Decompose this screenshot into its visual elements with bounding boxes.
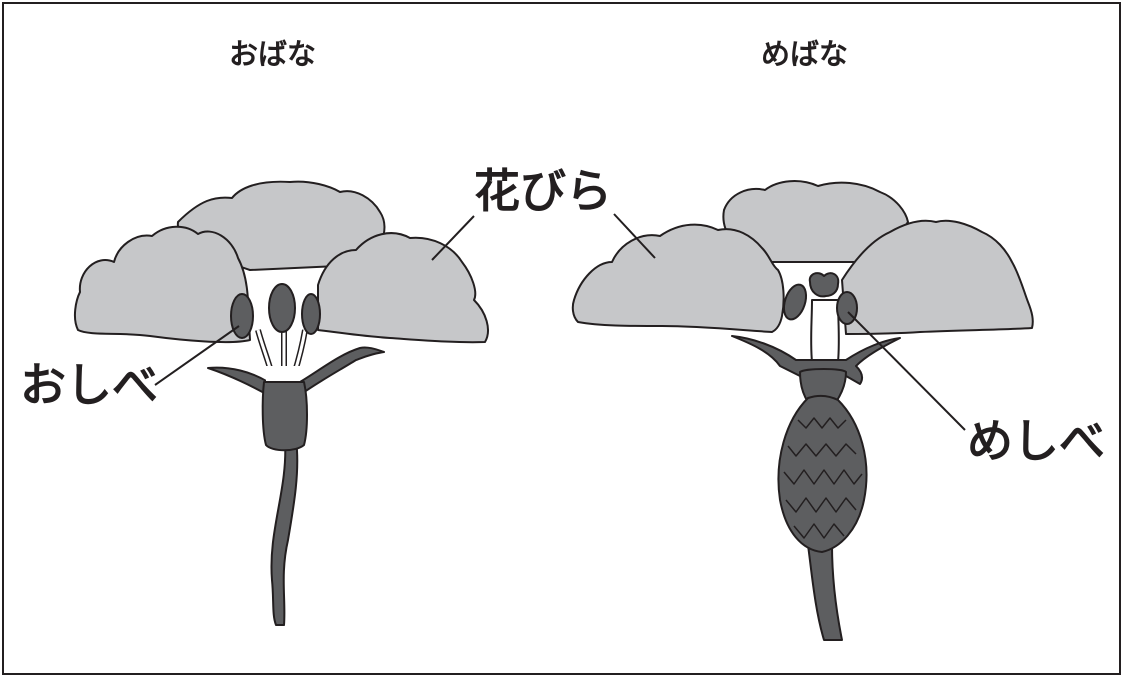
female-stigma-left (782, 283, 808, 321)
male-flower-title: おばな (229, 37, 317, 71)
male-petal-right (317, 232, 489, 344)
stamen-leader (154, 325, 240, 386)
male-petal-left (73, 225, 251, 344)
stamen-label: おしべ (20, 358, 158, 412)
female-flower (571, 180, 1034, 641)
petal-leader-left (431, 215, 475, 261)
female-ovary-texture (783, 417, 863, 539)
leader-lines (154, 213, 966, 431)
female-petal-right (841, 219, 1034, 335)
pistil-label: めしべ (967, 414, 1105, 468)
male-stem (270, 439, 299, 626)
female-stem (807, 544, 843, 641)
female-style (810, 299, 840, 363)
female-sepals (731, 335, 901, 385)
female-ovary (777, 394, 868, 553)
male-calyx (261, 381, 308, 452)
male-anther-mid (268, 283, 296, 333)
female-stigma-mid (808, 272, 840, 298)
petal-leader-right (613, 213, 656, 259)
male-anther-right (301, 293, 321, 335)
male-flower (73, 180, 489, 626)
petal-label: 花びら (474, 164, 612, 218)
pistil-leader (847, 311, 966, 431)
female-petal-left (571, 223, 785, 333)
female-ovary-neck (799, 368, 847, 403)
female-flower-title: めばな (761, 37, 849, 71)
male-anther-left (230, 293, 254, 339)
